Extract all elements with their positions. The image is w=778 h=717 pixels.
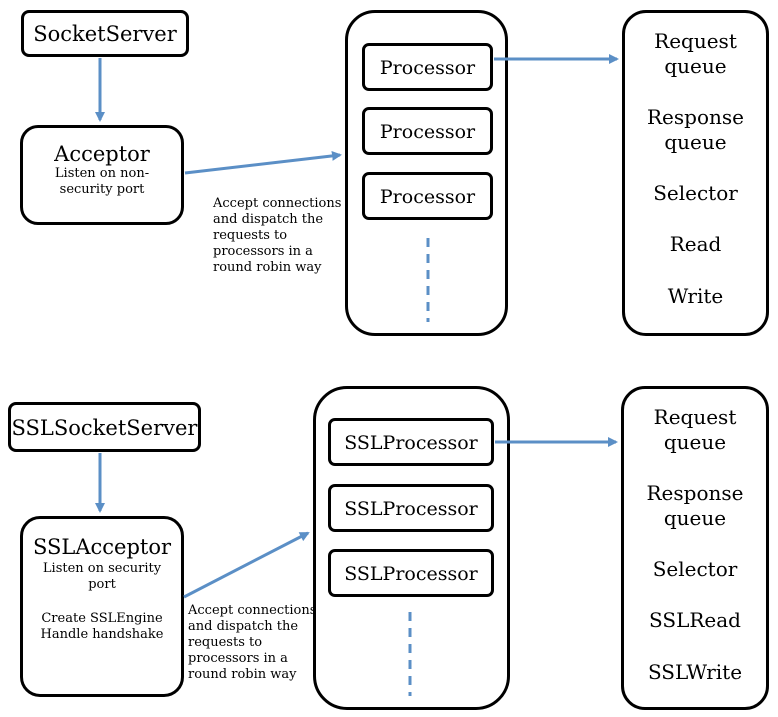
ssl-processor-label: SSLProcessor xyxy=(344,563,478,585)
caption-line: Accept connections xyxy=(188,603,317,618)
processor-label: Processor xyxy=(379,186,476,208)
processor-label: Processor xyxy=(379,57,476,79)
queue-item-sslread: SSLRead xyxy=(649,608,741,632)
ssl-processor-box: SSLProcessor xyxy=(328,484,494,532)
ssl-dispatch-caption: Accept connections and dispatch the requ… xyxy=(188,603,316,683)
ssl-acceptor-to-processors-arrow xyxy=(183,531,310,599)
processor-label: Processor xyxy=(379,121,476,143)
caption-line: round robin way xyxy=(188,667,297,682)
queue-item-selector: Selector xyxy=(652,557,738,581)
caption-line: and dispatch the xyxy=(213,212,324,227)
ssl-acceptor-box: SSLAcceptor Listen on security port Crea… xyxy=(20,516,184,697)
queue-item-selector: Selector xyxy=(653,181,738,205)
ssl-acceptor-desc-line: Listen on security xyxy=(42,561,162,576)
queue-item-response: Response queue xyxy=(646,481,744,530)
ssl-processor-label: SSLProcessor xyxy=(344,498,478,520)
acceptor-desc-line: Listen on non- xyxy=(54,166,150,181)
processor-box: Processor xyxy=(362,172,493,220)
queue-item-sslwrite: SSLWrite xyxy=(647,660,743,684)
ssl-socket-server-box: SSLSocketServer xyxy=(8,402,201,452)
queue-item-response: Response queue xyxy=(647,105,744,154)
acceptor-title: Acceptor xyxy=(54,142,150,166)
queue-box: Request queue Response queue Selector Re… xyxy=(622,10,769,336)
queue-item-request: Request queue xyxy=(654,29,737,78)
ssl-processor-box: SSLProcessor xyxy=(328,549,494,597)
ssl-acceptor-title: SSLAcceptor xyxy=(32,535,172,559)
acceptor-to-processors-arrow xyxy=(184,150,342,175)
caption-line: Accept connections xyxy=(213,196,342,211)
acceptor-box: Acceptor Listen on non- security port xyxy=(20,125,184,225)
socket-server-box: SocketServer xyxy=(21,10,189,57)
caption-line: and dispatch the xyxy=(188,619,299,634)
caption-line: processors in a xyxy=(213,244,313,259)
processor-box: Processor xyxy=(362,43,493,91)
caption-line: requests to xyxy=(213,228,288,243)
ssl-processor-box: SSLProcessor xyxy=(328,418,494,466)
caption-line: round robin way xyxy=(213,260,322,275)
ssl-acceptor-desc-line: Create SSLEngine xyxy=(41,611,163,626)
queue-item-request: Request queue xyxy=(653,405,737,454)
ssl-acceptor-desc-line: port xyxy=(88,577,116,592)
queue-item-read: Read xyxy=(669,232,722,256)
ssl-queue-box: Request queue Response queue Selector SS… xyxy=(621,386,769,710)
socket-server-label: SocketServer xyxy=(33,22,177,46)
processor-box: Processor xyxy=(362,107,493,155)
dispatch-caption: Accept connections and dispatch the requ… xyxy=(213,196,341,276)
acceptor-desc-line: security port xyxy=(59,182,145,197)
caption-line: processors in a xyxy=(188,651,288,666)
ssl-acceptor-desc-line: Handle handshake xyxy=(40,627,164,642)
caption-line: requests to xyxy=(188,635,263,650)
queue-item-write: Write xyxy=(667,284,724,308)
ssl-processor-label: SSLProcessor xyxy=(344,432,478,454)
ssl-socket-server-label: SSLSocketServer xyxy=(11,416,198,440)
